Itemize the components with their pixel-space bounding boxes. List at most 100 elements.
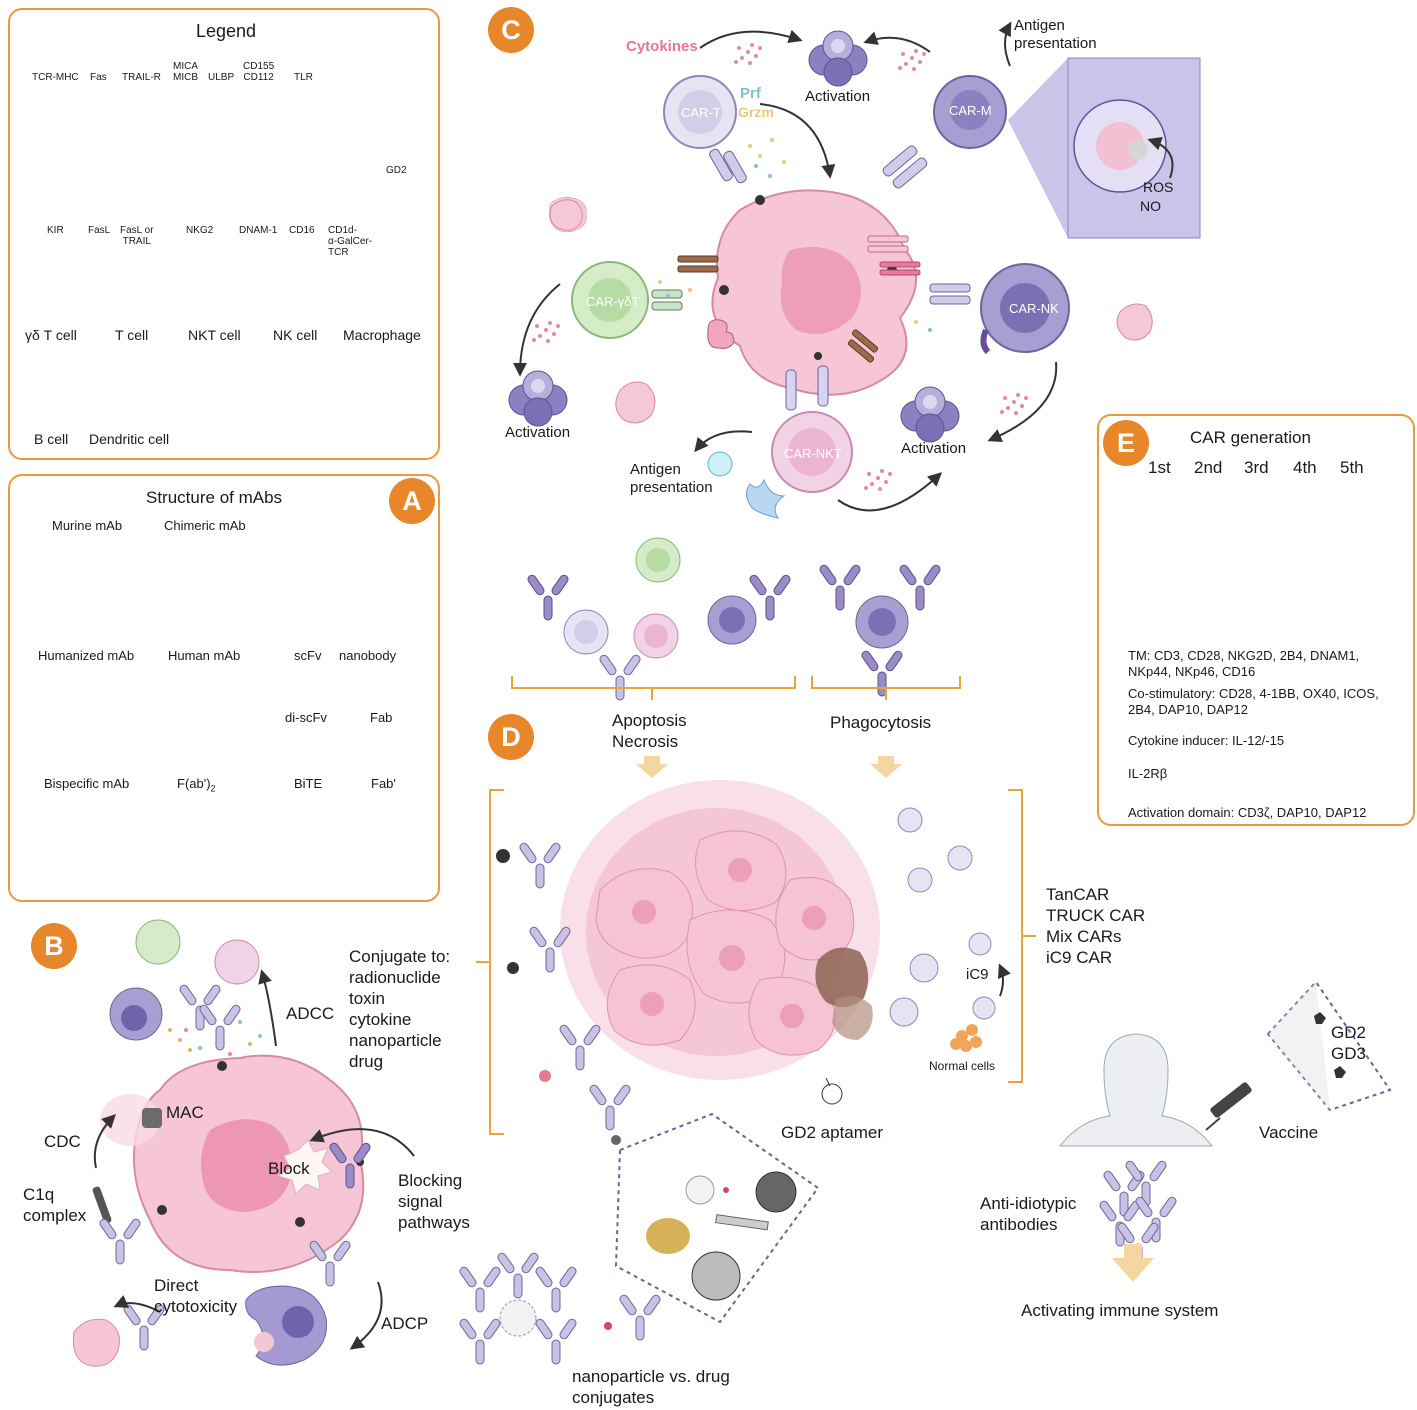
legend-label-fas: Fas (90, 72, 107, 83)
panel-a-badge: A (389, 478, 435, 524)
legend-label-trail-r: TRAIL-R (122, 72, 161, 83)
label-car-t: CAR-T (681, 105, 721, 120)
label-car-m: CAR-M (949, 103, 992, 118)
label-human-mab: Human mAb (168, 648, 241, 663)
panel-d-flow-arrows (636, 756, 902, 778)
key-activation-domain: Activation domain: CD3ζ, DAP10, DAP12 (1128, 805, 1367, 820)
key-tm: TM: CD3, CD28, NKG2D, 2B4, DNAM1, NKp44,… (1128, 648, 1360, 679)
label-fab2-text: F(ab') (177, 776, 211, 791)
label-conjugate-to: Conjugate to: radionuclide toxin cytokin… (349, 947, 451, 1071)
label-cdc: CDC (44, 1132, 81, 1151)
label-prf: Prf (740, 85, 761, 102)
legend-label-fasl: FasL (88, 225, 111, 236)
label-gen-4th: 4th (1293, 458, 1317, 477)
label-fab-prime: Fab' (371, 776, 396, 791)
panel-d-brackets (476, 676, 1036, 1135)
label-adcc: ADCC (286, 1004, 335, 1023)
label-vaccine: Vaccine (1259, 1123, 1319, 1142)
label-gen-5th: 5th (1340, 458, 1364, 477)
label-gen-2nd: 2nd (1194, 458, 1223, 477)
label-bite: BiTE (294, 776, 323, 791)
panel-d-effector-groups (525, 537, 943, 701)
panel-c-central-tumor (711, 189, 917, 396)
legend-label-tlr: TLR (294, 72, 313, 83)
label-scfv: scFv (294, 648, 322, 663)
panel-c-macrophage-inset (1008, 57, 1201, 239)
panel-e-box (1097, 414, 1415, 826)
panel-e-badge: E (1103, 420, 1149, 466)
legend-label-cd1d: CD1d- α-GalCer- TCR (328, 225, 373, 258)
legend-label-cd16: CD16 (289, 225, 315, 236)
label-normal-cells: Normal cells (929, 1059, 996, 1073)
panel-c-arrows (513, 21, 1174, 512)
panel-b-effector-cells (72, 919, 328, 1367)
label-car-nk: CAR-NK (1009, 301, 1059, 316)
label-activation-top: Activation (805, 88, 871, 105)
label-phagocytosis: Phagocytosis (830, 713, 932, 732)
panel-c-tumor-targets (548, 196, 1153, 424)
legend-label-nkg2: NKG2 (186, 225, 214, 236)
key-il2rb: IL-2Rβ (1128, 766, 1168, 781)
panel-b-arrows (93, 969, 415, 1350)
label-fab2-subscript: 2 (210, 783, 216, 794)
label-fab2: F(ab')2 (177, 776, 216, 794)
label-apoptosis-necrosis: Apoptosis Necrosis (612, 711, 687, 751)
label-car-nkt: CAR-NKT (784, 446, 842, 461)
legend-cell-gdt: γδ T cell (25, 327, 77, 343)
label-chimeric-mab: Chimeric mAb (164, 518, 246, 533)
panel-c-cytokine-dots (532, 43, 1028, 491)
panel-d-antibody-conjugates (496, 841, 843, 1145)
label-gd2: GD2 (1331, 1023, 1366, 1042)
legend-cell-macrophage: Macrophage (343, 327, 421, 343)
label-anti-idiotypic: Anti-idiotypic antibodies (980, 1194, 1077, 1234)
vaccine-graphics (1058, 980, 1392, 1282)
label-activating-immune: Activating immune system (1021, 1301, 1219, 1320)
panel-c-car-cells (571, 75, 1070, 519)
label-c1q-complex: C1q complex (23, 1185, 87, 1225)
label-car-gdt: CAR-γδT (586, 294, 640, 309)
label-humanized-mab: Humanized mAb (38, 648, 135, 663)
panel-e-title: CAR generation (1190, 428, 1311, 447)
legend-title: Legend (196, 21, 257, 41)
label-gen-3rd: 3rd (1244, 458, 1269, 477)
legend-label-mica-micb: MICA MICB (173, 61, 198, 83)
label-blocking-signal: Blocking signal pathways (398, 1171, 470, 1232)
panel-b-tumor-cell (92, 1054, 373, 1287)
legend-label-fasl-or-trail: FasL or TRAIL (120, 225, 154, 247)
key-cytokine-inducer: Cytokine inducer: IL-12/-15 (1128, 733, 1285, 748)
panel-b-badge: B (31, 923, 77, 969)
label-no: NO (1140, 198, 1161, 214)
label-mac: MAC (166, 1103, 204, 1122)
panel-c-receptor-interactions (651, 145, 971, 411)
label-direct-cytotoxicity: Direct cytotoxicity (154, 1276, 238, 1316)
label-fab: Fab (370, 710, 393, 725)
legend-label-gd2: GD2 (386, 165, 407, 176)
panel-d-badge: D (488, 714, 534, 760)
legend-panel (8, 8, 440, 460)
legend-label-cd155-cd112: CD155 CD112 (243, 61, 275, 83)
panel-c-badge: C (488, 7, 534, 53)
label-antigen-presentation-bottom: Antigen presentation (630, 461, 713, 496)
panel-a-box (8, 474, 440, 902)
legend-label-ulbp: ULBP (208, 72, 235, 83)
legend-cell-nk: NK cell (273, 327, 318, 343)
panel-b-conjugates (457, 1251, 663, 1365)
label-activation-left: Activation (505, 424, 571, 441)
legend-cell-nkt: NKT cell (188, 327, 241, 343)
label-gd2-aptamer: GD2 aptamer (781, 1123, 884, 1142)
label-gen-1st: 1st (1148, 458, 1171, 477)
legend-label-tcr-mhc: TCR-MHC (32, 72, 79, 83)
panel-d-tumor-mass (560, 780, 880, 1080)
label-adcp: ADCP (381, 1314, 429, 1333)
label-antigen-presentation-top: Antigen presentation (1014, 17, 1097, 52)
key-costimulatory: Co-stimulatory: CD28, 4-1BB, OX40, ICOS,… (1128, 686, 1379, 717)
legend-label-dnam-1: DNAM-1 (239, 225, 278, 236)
panel-d-peripheral-cars (889, 807, 1011, 1052)
label-bispecific-mab: Bispecific mAb (44, 776, 130, 791)
label-ic9: iC9 (966, 966, 989, 983)
panel-a-title: Structure of mAbs (146, 488, 283, 507)
label-nanobody: nanobody (339, 648, 397, 663)
panel-b-nanoparticle-inset (614, 1112, 820, 1324)
label-gd3: GD3 (1331, 1044, 1366, 1063)
